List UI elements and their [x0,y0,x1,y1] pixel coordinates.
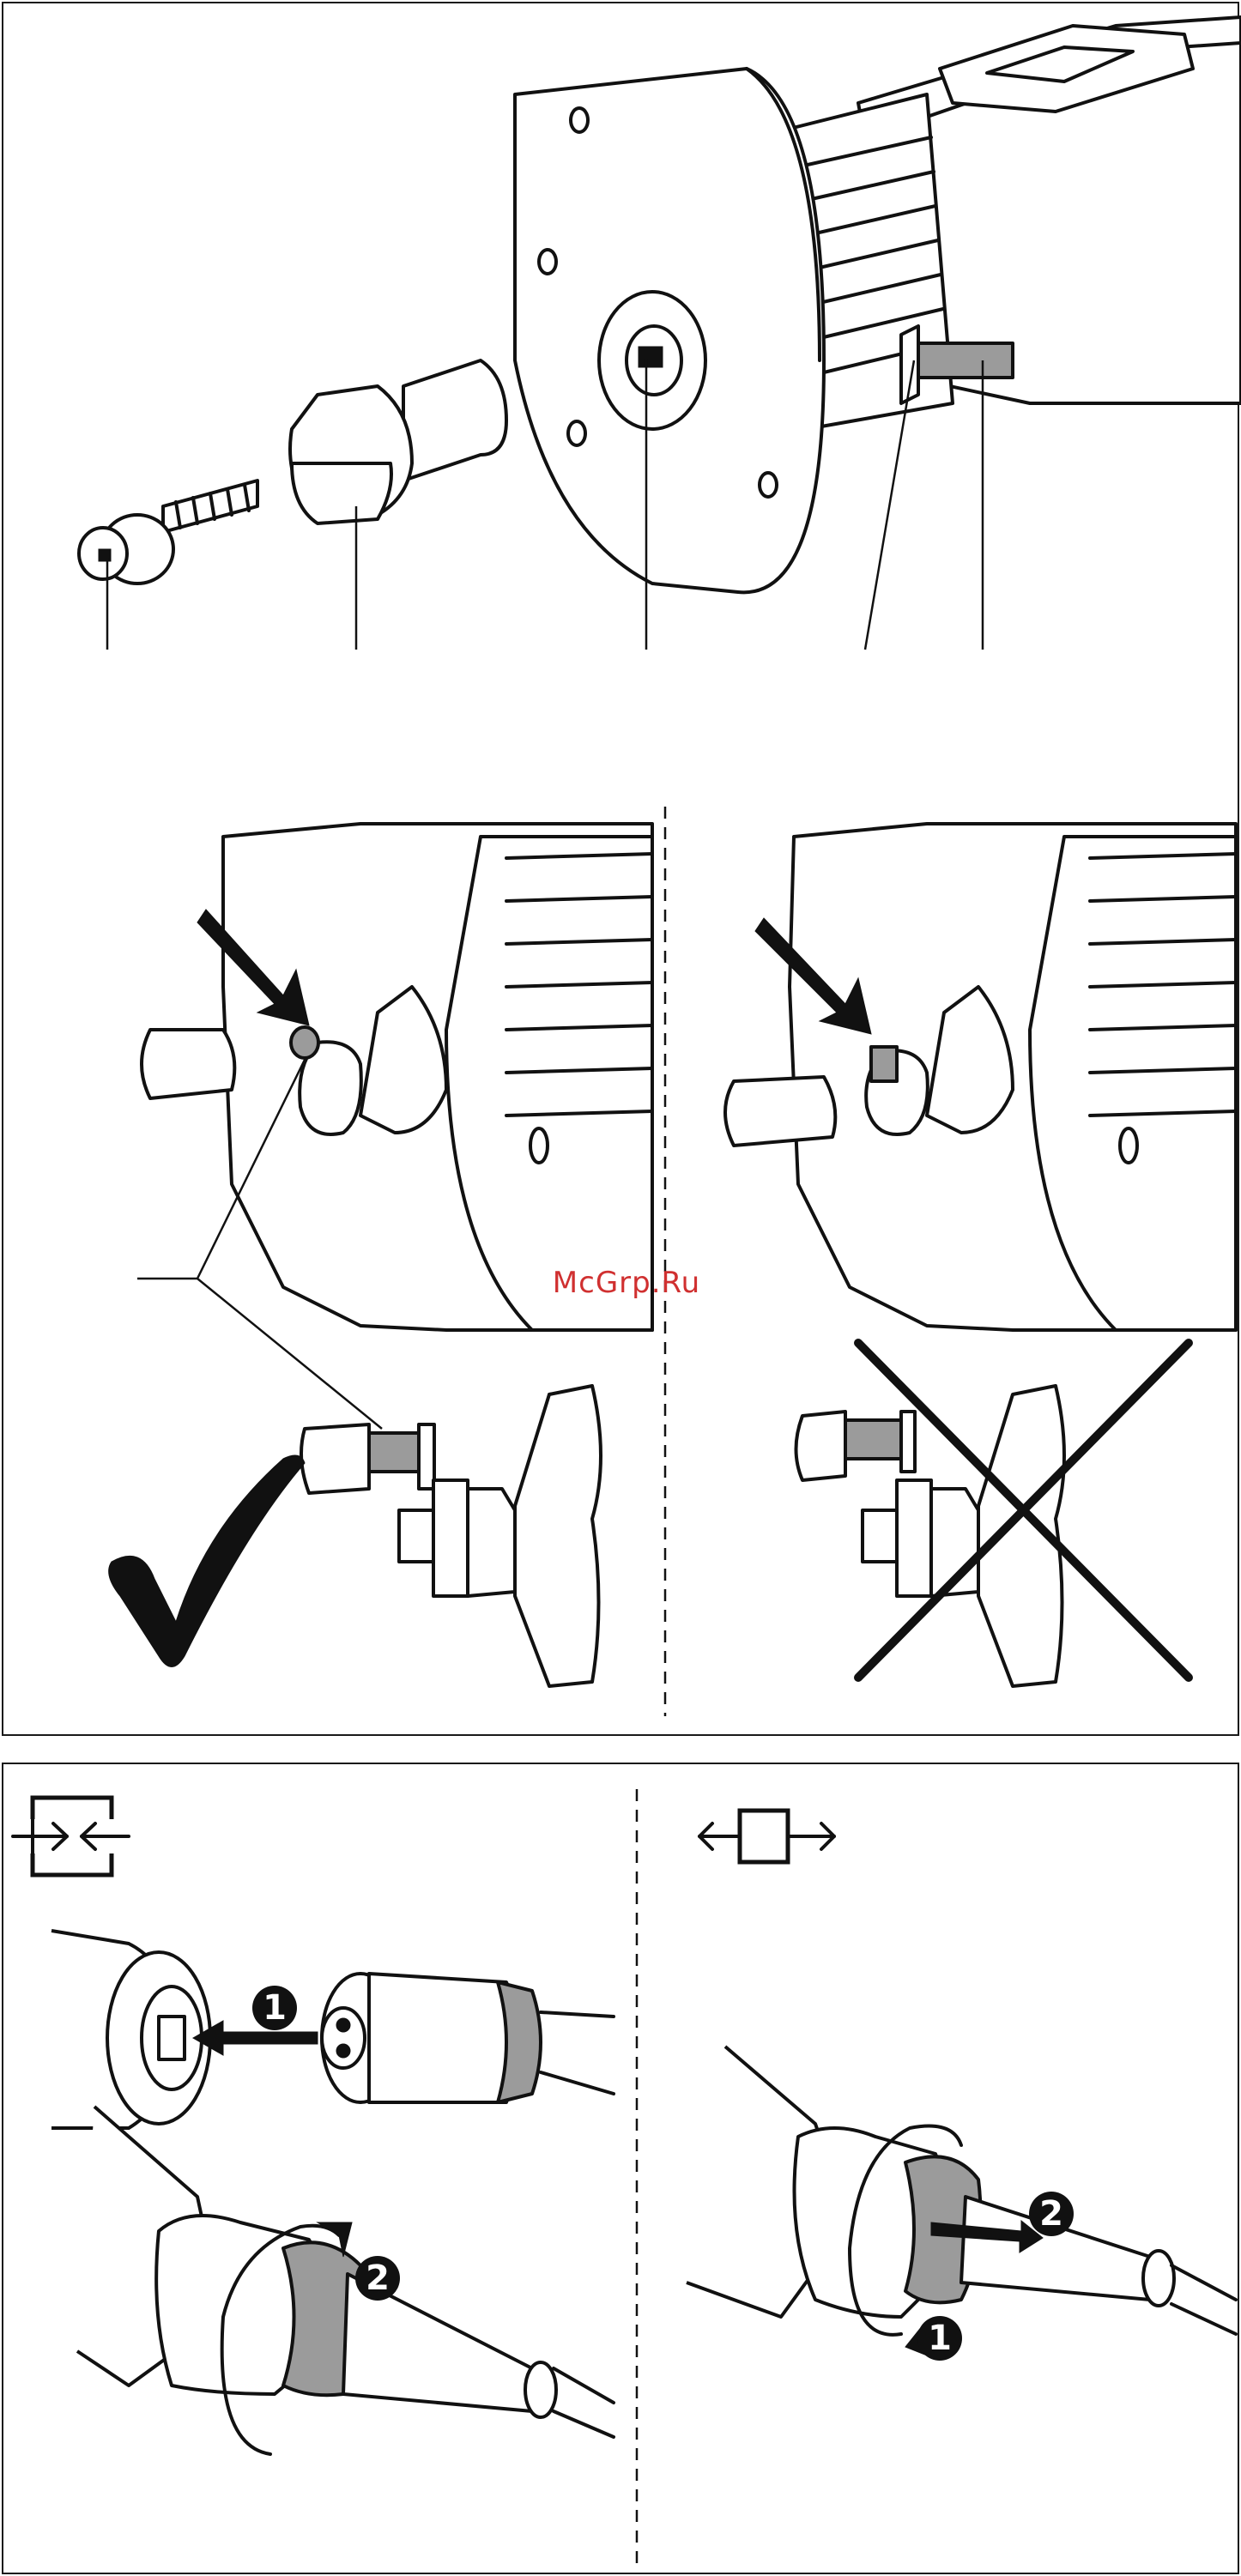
check-mark-icon [109,1455,305,1667]
step-number-2: 2 [366,2259,390,2298]
disconnect-step-number-2: 2 [1039,2194,1063,2234]
disconnect-step-number-1: 1 [928,2319,952,2358]
tool-exploded-view [79,17,1241,650]
arrows-inward-box-icon [9,1798,129,1875]
connect-twist-illustration: 2 [77,2107,614,2454]
correct-fitting-view [109,824,652,1686]
incorrect-fitting-view [725,824,1236,1686]
disconnect-illustration: 2 1 [687,2047,1236,2361]
watermark-text: McGrp.Ru [515,1266,738,1300]
step-number-1: 1 [263,1988,287,2028]
connect-plug-illustration: 1 [51,1931,614,2128]
arrows-outward-box-icon [699,1811,834,1862]
